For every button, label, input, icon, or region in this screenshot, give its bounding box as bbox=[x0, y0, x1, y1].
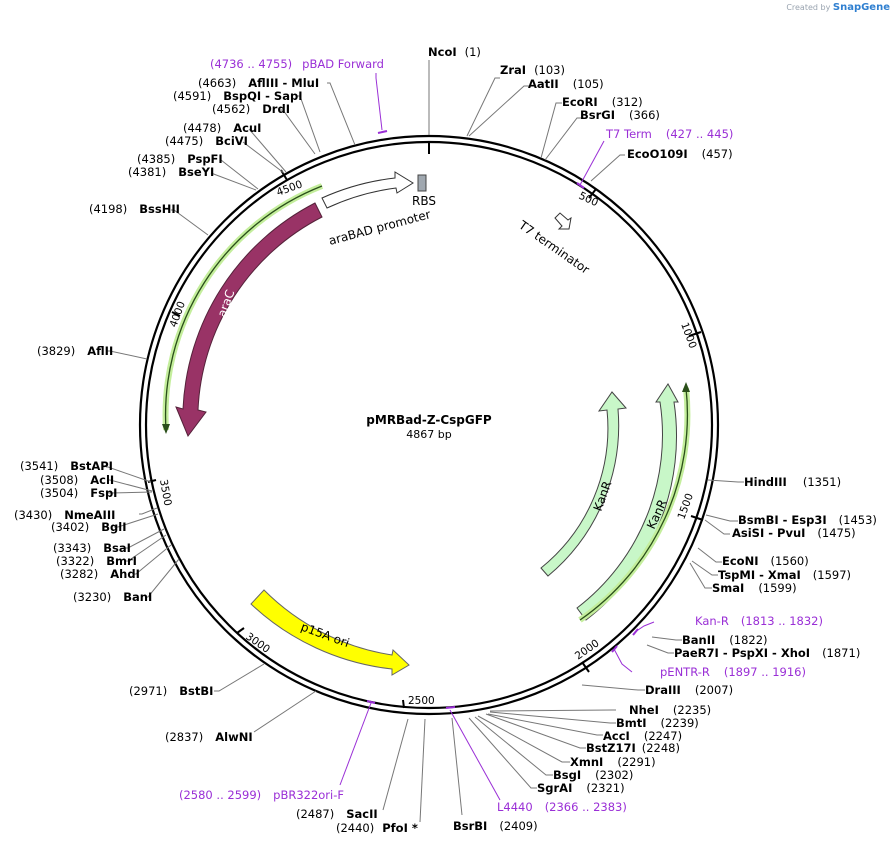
tick-label: 2500 bbox=[408, 695, 435, 707]
kanr-highlight-arrowhead bbox=[682, 382, 690, 392]
enzyme-label: (2440)PfoI * bbox=[336, 821, 418, 835]
arac-highlight-line bbox=[164, 185, 323, 431]
arac-feature bbox=[175, 202, 323, 438]
enzyme-label: EcoRI(312) bbox=[562, 95, 643, 109]
enzyme-label: (4591)BspQI - SapI bbox=[173, 89, 302, 103]
enzyme-label: (3504)FspI bbox=[40, 486, 117, 500]
plasmid-length: 4867 bp bbox=[406, 428, 451, 441]
primer-label: (2580 .. 2599)pBR322ori-F bbox=[179, 788, 344, 802]
enzyme-label: DraIII(2007) bbox=[645, 683, 733, 697]
primer-label: Kan-R(1813 .. 1832) bbox=[695, 614, 823, 628]
arac-arrowhead-highlight bbox=[162, 424, 170, 434]
enzyme-label: (4478)AcuI bbox=[183, 121, 261, 135]
enzyme-label: (3541)BstAPI bbox=[20, 459, 113, 473]
enzyme-label: (3402)BglI bbox=[51, 520, 126, 534]
primer-labels: (4736 .. 4755)pBAD Forward T7 Term(427 .… bbox=[179, 57, 823, 814]
feature-label-kanr-1: KanR bbox=[591, 479, 615, 513]
arabad-promoter-arrow bbox=[321, 171, 414, 209]
primer-label: pENTR-R(1897 .. 1916) bbox=[660, 665, 806, 679]
enzyme-label: BstZ17I(2248) bbox=[586, 741, 680, 755]
leader-lines bbox=[106, 60, 744, 823]
enzyme-label: (4562)DrdI bbox=[212, 102, 290, 116]
primer-label: (4736 .. 4755)pBAD Forward bbox=[210, 57, 384, 71]
enzyme-label: BsrBI(2409) bbox=[453, 819, 538, 833]
enzyme-label: XmnI(2291) bbox=[570, 755, 656, 769]
feature-label-rbs: RBS bbox=[412, 194, 436, 208]
enzyme-label: (3508)AclI bbox=[40, 473, 114, 487]
enzyme-label: BmtI(2239) bbox=[616, 716, 699, 730]
kanr-feature-1 bbox=[540, 391, 627, 577]
tick-label: 3000 bbox=[243, 631, 272, 656]
enzyme-label: SmaI(1599) bbox=[712, 581, 797, 595]
enzyme-label: (4381)BseYI bbox=[128, 165, 214, 179]
primer-leader-lines bbox=[339, 73, 655, 801]
enzyme-label: (3343)BsaI bbox=[53, 541, 131, 555]
snapgene-branding: Created by SnapGene bbox=[786, 2, 890, 13]
enzyme-label: (2837)AlwNI bbox=[165, 730, 253, 744]
enzyme-label: (3322)BmrI bbox=[56, 554, 137, 568]
kanr-highlight-line bbox=[579, 387, 689, 621]
snapgene-logo: SnapGene bbox=[832, 2, 890, 13]
primer-label: L4440(2366 .. 2383) bbox=[497, 800, 627, 814]
enzyme-label: (4663)AflIII - MluI bbox=[198, 76, 319, 90]
enzyme-label: PaeR7I - PspXI - XhoI(1871) bbox=[674, 646, 860, 660]
p15a-ori-feature bbox=[250, 589, 410, 676]
enzyme-label: NcoI(1) bbox=[428, 45, 481, 59]
primer-label: T7 Term(427 .. 445) bbox=[605, 127, 733, 141]
enzyme-label: (3282)AhdI bbox=[60, 567, 140, 581]
enzyme-label: AatII(105) bbox=[528, 77, 604, 91]
feature-label-t7-terminator: T7 terminator bbox=[515, 217, 592, 276]
enzyme-label: NheI(2235) bbox=[629, 703, 711, 717]
plasmid-name: pMRBad-Z-CspGFP bbox=[366, 413, 492, 427]
enzyme-labels: NcoI(1) ZraI(103) AatII(105) EcoRI(312) … bbox=[14, 45, 877, 835]
enzyme-label: EcoO109I(457) bbox=[627, 147, 733, 161]
enzyme-label: ZraI(103) bbox=[500, 63, 565, 77]
enzyme-label: (3829)AflII bbox=[37, 344, 113, 358]
tick-label: 3500 bbox=[157, 478, 173, 506]
enzyme-label: SgrAI(2321) bbox=[537, 781, 625, 795]
enzyme-label: (3430)NmeAIII bbox=[14, 508, 115, 522]
enzyme-label: AsiSI - PvuI(1475) bbox=[732, 526, 856, 540]
enzyme-label: BsrGI(366) bbox=[580, 108, 660, 122]
enzyme-label: BsgI(2302) bbox=[553, 768, 633, 782]
enzyme-label: (2971)BstBI bbox=[129, 684, 213, 698]
enzyme-label: (4475)BciVI bbox=[165, 134, 248, 148]
enzyme-label: EcoNI(1560) bbox=[722, 554, 809, 568]
feature-label-arabad-promoter: araBAD promoter bbox=[327, 207, 432, 248]
t7-terminator-arrow bbox=[554, 212, 572, 230]
enzyme-label: (3230)BanI bbox=[73, 590, 152, 604]
enzyme-label: BsmBI - Esp3I(1453) bbox=[738, 513, 877, 527]
tick-label: 1000 bbox=[678, 321, 698, 350]
enzyme-label: (4198)BssHII bbox=[89, 202, 180, 216]
enzyme-label: (4385)PspFI bbox=[137, 152, 223, 166]
enzyme-label: HindIII(1351) bbox=[744, 475, 841, 489]
rbs-feature bbox=[417, 174, 427, 192]
features bbox=[162, 171, 691, 676]
enzyme-label: TspMI - XmaI(1597) bbox=[718, 568, 851, 582]
tick-label: 500 bbox=[577, 190, 600, 209]
enzyme-label: AccI(2247) bbox=[603, 729, 682, 743]
enzyme-label: (2487)SacII bbox=[296, 807, 378, 821]
enzyme-label: BanII(1822) bbox=[682, 633, 768, 647]
